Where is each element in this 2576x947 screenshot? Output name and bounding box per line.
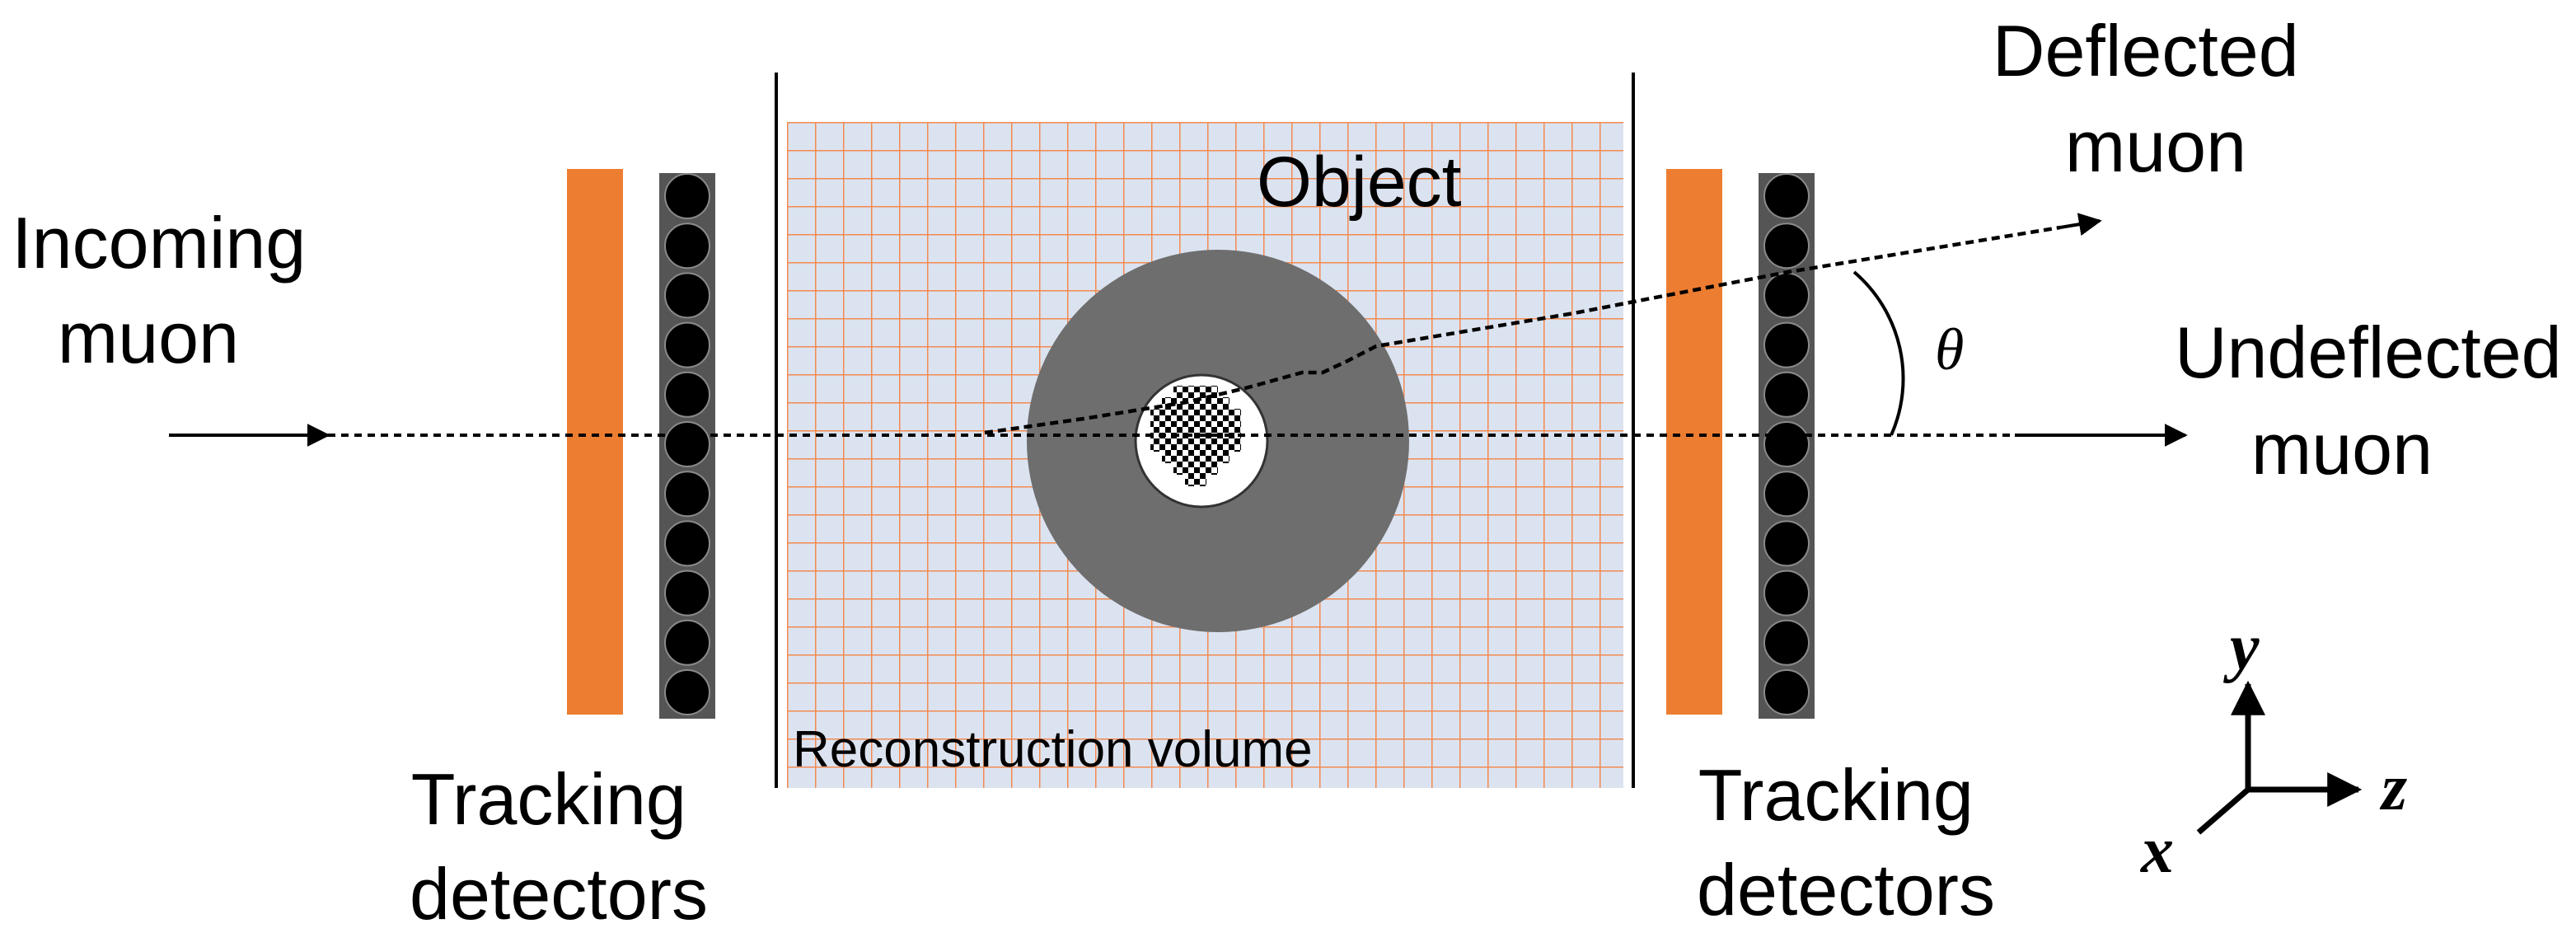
undeflected-muon-label: Undeflected muon	[2175, 312, 2576, 490]
right-detector-cell	[1763, 471, 1810, 518]
left-detector-cells	[664, 173, 710, 715]
left-detector-cell	[664, 173, 710, 219]
object: Object	[1027, 143, 1462, 632]
left-scintillator	[567, 169, 623, 715]
right-detector-cell	[1763, 570, 1810, 616]
left-detector-cell	[664, 321, 710, 368]
right-detector-cell	[1763, 520, 1810, 567]
reconstruction-volume-label: Reconstruction volume	[793, 721, 1313, 778]
left-detector-cell	[664, 619, 710, 666]
scattering-angle-label: θ	[1935, 316, 1964, 382]
right-detector-cell	[1763, 371, 1810, 418]
deflected-muon-label: Deflected muon	[1993, 10, 2319, 187]
right-detector-cell	[1763, 619, 1810, 666]
left-detector-cell	[664, 471, 710, 518]
coordinate-axes: y z x	[2140, 612, 2407, 887]
tracking-detectors-right-label: Tracking detectors	[1697, 754, 1995, 931]
left-detector-cell	[664, 570, 710, 616]
scattering-angle-arc	[1852, 270, 1905, 436]
right-detector-cell	[1763, 321, 1810, 368]
object-label: Object	[1257, 143, 1462, 222]
right-scintillator	[1666, 169, 1722, 715]
right-detector-cells	[1763, 173, 1810, 715]
incoming-muon-label: Incoming muon	[12, 202, 326, 378]
right-detector-cell	[1763, 173, 1810, 219]
right-detector-cell	[1763, 223, 1810, 270]
left-detector-cell	[664, 223, 710, 270]
object-core-voxels	[1150, 386, 1241, 486]
right-detector-cell	[1763, 272, 1810, 319]
y-axis-label: y	[2222, 612, 2260, 684]
right-tracking-detectors	[1666, 169, 1815, 719]
left-detector-cell	[664, 520, 710, 567]
left-detector-cell	[664, 421, 710, 467]
left-detector-cell	[664, 371, 710, 418]
z-axis-label: z	[2379, 752, 2407, 824]
left-tracking-detectors	[567, 169, 715, 719]
labels: Incoming muon Deflected muon Undeflected…	[12, 10, 2576, 935]
muon-paths: θ	[169, 213, 2188, 447]
deflected-track	[984, 225, 2061, 435]
x-axis-label: x	[2140, 814, 2174, 887]
tracking-detectors-left-label: Tracking detectors	[410, 758, 708, 935]
deflected-muon-arrow	[2059, 213, 2102, 236]
right-detector-cell	[1763, 421, 1810, 467]
left-detector-cell	[664, 669, 710, 715]
x-axis-line	[2196, 787, 2250, 835]
left-detector-cell	[664, 272, 710, 319]
right-detector-cell	[1763, 669, 1810, 715]
